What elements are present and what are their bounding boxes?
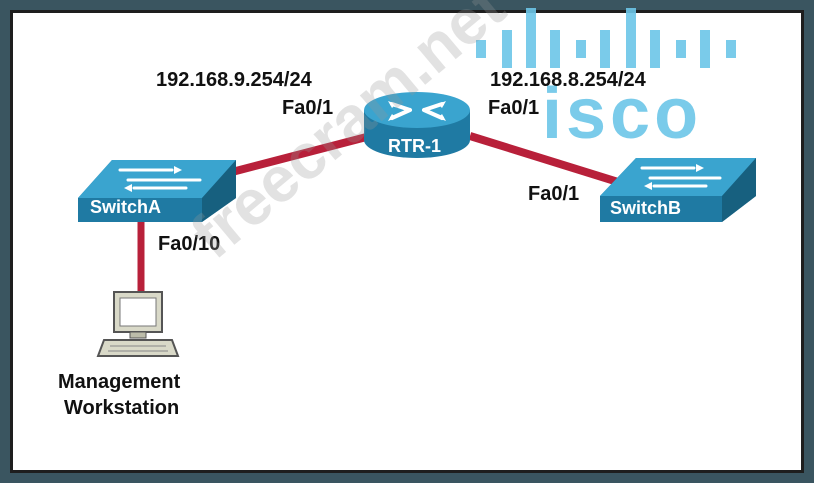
router-icon: [364, 92, 470, 158]
link-switcha-router: [230, 130, 380, 176]
switch-b-port-label: Fa0/1: [528, 183, 580, 205]
brand-bars-icon: [476, 8, 736, 68]
switch-a-port-label: Fa0/10: [158, 233, 221, 255]
rtr-right-port-label: Fa0/1: [488, 97, 540, 119]
links: [137, 130, 620, 302]
workstation-icon: [96, 291, 180, 357]
rtr-left-port-label: Fa0/1: [282, 97, 334, 119]
switch-a-icon: [78, 160, 236, 222]
router-label: RTR-1: [388, 136, 441, 156]
brand-logo-text: isco: [542, 74, 703, 154]
switch-b-label: SwitchB: [610, 198, 682, 218]
rtr-right-ip-label: 192.168.8.254/24: [490, 69, 646, 91]
switch-a-label: SwitchA: [90, 197, 162, 217]
workstation-label-line2: Workstation: [64, 397, 180, 419]
workstation-label-line1: Management: [58, 371, 181, 393]
rtr-left-ip-label: 192.168.9.254/24: [156, 69, 312, 91]
link-router-switchb: [468, 132, 620, 186]
switch-b-icon: [600, 158, 756, 222]
